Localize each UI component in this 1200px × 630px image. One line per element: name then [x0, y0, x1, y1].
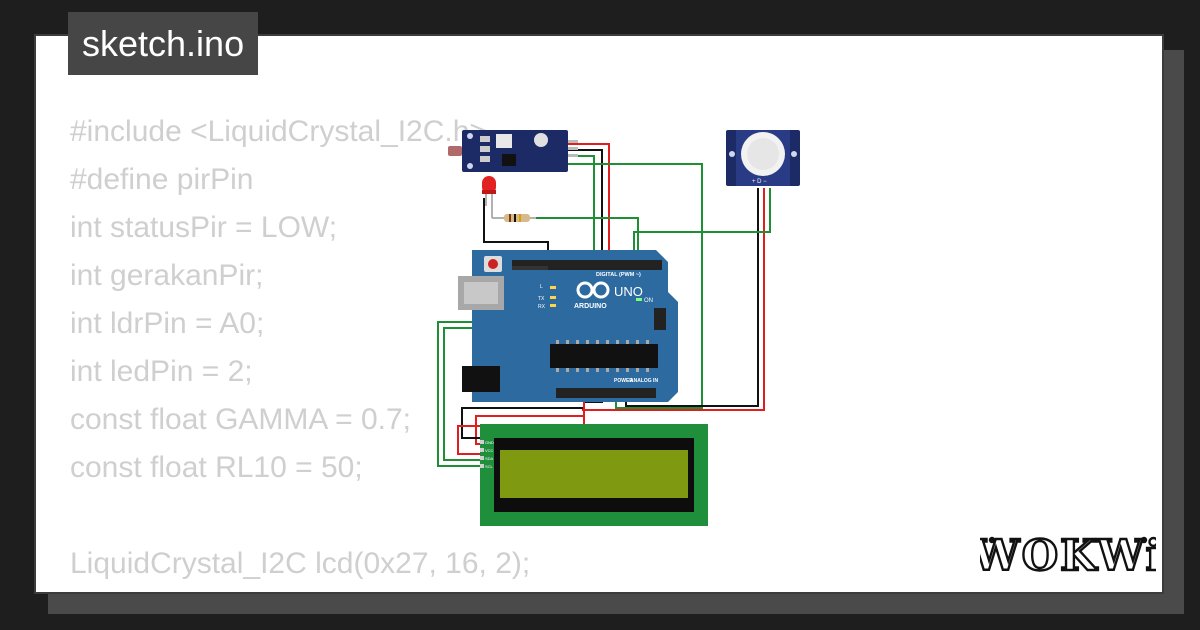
code-line: const float RL10 = 50;	[70, 451, 363, 484]
code-line: int statusPir = LOW;	[70, 211, 338, 244]
ldr-module[interactable]	[448, 130, 578, 172]
lcd-16x2-i2c[interactable]: GND VCC SDA SCL	[480, 424, 708, 526]
wire-red-lcd-vcc	[457, 396, 585, 455]
wokwi-logo-text: WOKWi	[980, 531, 1156, 580]
arduino-uno-board[interactable]: ARDUINO UNO DIGITAL (PWM ~) POWER ANALOG…	[458, 250, 678, 402]
code-line: const float GAMMA = 0.7;	[70, 403, 411, 436]
board-rx-label: RX	[538, 304, 546, 310]
code-line: LiquidCrystal_I2C lcd(0x27, 16, 2);	[70, 547, 531, 580]
board-brand: ARDUINO	[574, 303, 607, 310]
lcd-pin-sda: SDA	[485, 456, 494, 461]
resistor[interactable]	[492, 214, 536, 222]
code-line: int ledPin = 2;	[70, 355, 253, 388]
wire-red-pir	[582, 188, 765, 411]
lcd-pin-gnd: GND	[485, 440, 494, 445]
board-analog-label: ANALOG IN	[630, 378, 658, 384]
wire-black-led	[483, 198, 549, 257]
svg-text:+ D −: + D −	[752, 179, 767, 185]
code-line: int gerakanPir;	[70, 259, 264, 292]
pir-sensor[interactable]: + D −	[726, 130, 800, 186]
wire-green-resistor	[536, 217, 639, 252]
board-l-label: L	[540, 284, 543, 290]
preview-card: #include <LiquidCrystal_I2C.h> #define pi…	[34, 34, 1164, 594]
file-tab[interactable]: sketch.ino	[68, 12, 259, 75]
code-line: #include <LiquidCrystal_I2C.h>	[70, 115, 487, 148]
board-power-label: POWER	[614, 378, 633, 384]
circuit-diagram: + D −	[437, 130, 800, 526]
led-red[interactable]	[482, 176, 496, 218]
code-line: int ldrPin = A0;	[70, 307, 265, 340]
code-line: #define pirPin	[70, 163, 254, 196]
board-digital-label: DIGITAL (PWM ~)	[596, 272, 641, 278]
wokwi-logo[interactable]: WOKWi	[980, 526, 1156, 580]
code-background: #include <LiquidCrystal_I2C.h> #define pi…	[70, 108, 530, 588]
wire-green-pir-out	[633, 188, 771, 252]
wire-green-pir	[568, 163, 703, 409]
lcd-pin-vcc: VCC	[485, 448, 494, 453]
lcd-pin-scl: SCL	[485, 464, 494, 469]
board-on-label: ON	[644, 298, 653, 304]
arduino-infinity-icon	[576, 281, 610, 299]
board-model: UNO	[614, 284, 643, 299]
board-tx-label: TX	[538, 296, 545, 302]
